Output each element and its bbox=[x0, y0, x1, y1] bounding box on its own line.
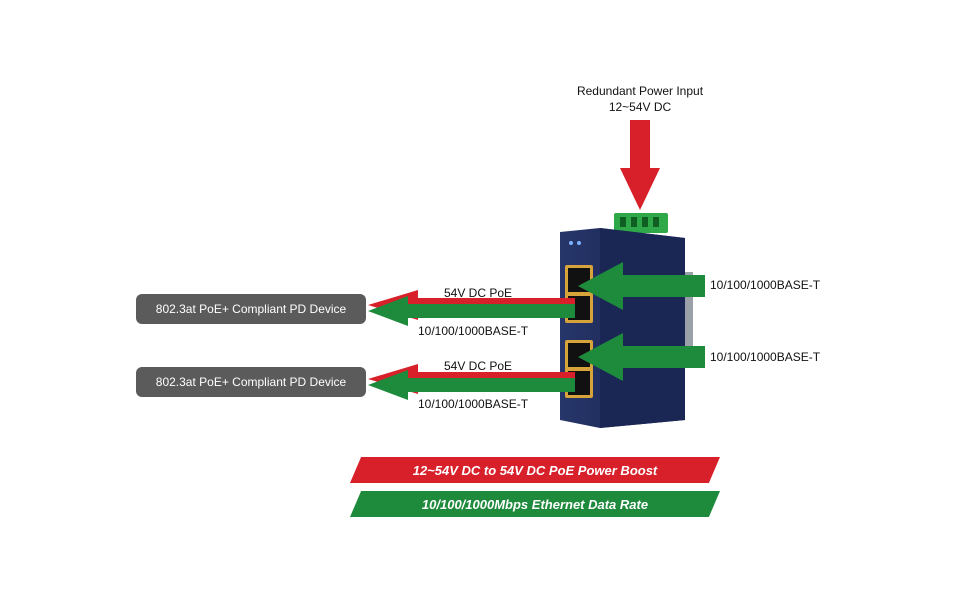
port-1-data-arrow bbox=[368, 296, 575, 326]
port-2-uplink-arrow bbox=[578, 333, 705, 381]
redundant-power-title: Redundant Power Input bbox=[576, 84, 704, 98]
port-2-data-label: 10/100/1000BASE-T bbox=[418, 397, 529, 411]
power-terminal-block bbox=[614, 213, 668, 233]
port-2-pd-device-label: 802.3at PoE+ Compliant PD Device bbox=[155, 375, 347, 389]
data-rate-banner: 10/100/1000Mbps Ethernet Data Rate bbox=[350, 491, 720, 517]
port-1-uplink-label: 10/100/1000BASE-T bbox=[710, 278, 821, 292]
port-2-data-arrow bbox=[368, 370, 575, 400]
power-boost-text: 12~54V DC to 54V DC PoE Power Boost bbox=[412, 462, 658, 478]
port-1-pd-device-box: 802.3at PoE+ Compliant PD Device bbox=[136, 294, 366, 324]
port-2-uplink-label: 10/100/1000BASE-T bbox=[710, 350, 821, 364]
port-1-poe-label: 54V DC PoE bbox=[444, 286, 513, 300]
redundant-power-voltage: 12~54V DC bbox=[608, 100, 672, 114]
poe-injector-device bbox=[560, 228, 693, 428]
power-boost-banner: 12~54V DC to 54V DC PoE Power Boost bbox=[350, 457, 720, 483]
port-1-data-label: 10/100/1000BASE-T bbox=[418, 324, 529, 338]
redundant-power-arrow bbox=[620, 120, 660, 210]
data-rate-text: 10/100/1000Mbps Ethernet Data Rate bbox=[421, 496, 649, 512]
port-2-pd-device-box: 802.3at PoE+ Compliant PD Device bbox=[136, 367, 366, 397]
port-1-uplink-arrow bbox=[578, 262, 705, 310]
port-2-poe-label: 54V DC PoE bbox=[444, 359, 513, 373]
port-1-pd-device-label: 802.3at PoE+ Compliant PD Device bbox=[155, 302, 347, 316]
